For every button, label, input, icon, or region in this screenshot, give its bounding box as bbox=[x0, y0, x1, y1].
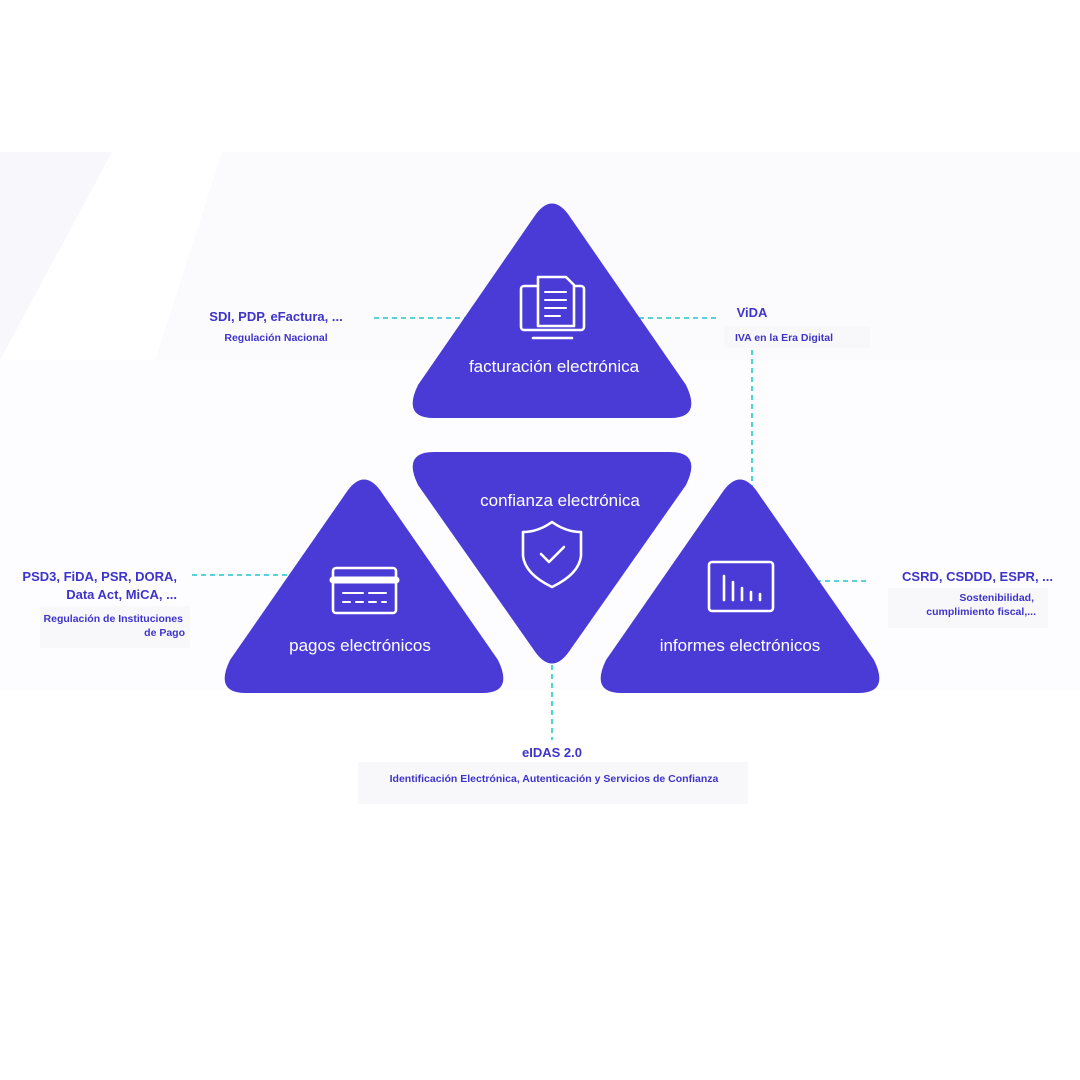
triangle-pagos bbox=[224, 479, 504, 693]
annotation-eidas-title: eIDAS 2.0 bbox=[522, 745, 582, 760]
annotation-vida-subtitle: IVA en la Era Digital bbox=[735, 332, 833, 344]
annotation-eidas-subtitle: Identificación Electrónica, Autenticació… bbox=[390, 773, 719, 785]
annotation-vida: ViDA IVA en la Era Digital bbox=[724, 305, 870, 348]
credit-card-icon bbox=[329, 566, 400, 615]
node-label-confianza: confianza electrónica bbox=[480, 491, 640, 510]
node-label-facturacion: facturación electrónica bbox=[469, 357, 640, 376]
annotation-psd3-title-line2: Data Act, MiCA, ... bbox=[66, 587, 177, 602]
annotation-sdi-title: SDI, PDP, eFactura, ... bbox=[209, 309, 342, 324]
triangle-informes bbox=[600, 479, 880, 693]
annotation-vida-title: ViDA bbox=[737, 305, 768, 320]
annotation-psd3-title-line1: PSD3, FiDA, PSR, DORA, bbox=[22, 569, 177, 584]
annotation-csrd-subtitle-line2: cumplimiento fiscal,... bbox=[926, 606, 1036, 618]
annotation-csrd-title: CSRD, CSDDD, ESPR, ... bbox=[902, 569, 1053, 584]
annotation-sdi: SDI, PDP, eFactura, ... Regulación Nacio… bbox=[209, 309, 342, 344]
annotation-psd3: PSD3, FiDA, PSR, DORA, Data Act, MiCA, .… bbox=[22, 569, 190, 648]
bar-chart-icon bbox=[707, 560, 775, 613]
shield-check-icon bbox=[521, 520, 583, 589]
annotation-psd3-subtitle-line1: Regulación de Instituciones bbox=[44, 613, 184, 625]
node-label-pagos: pagos electrónicos bbox=[289, 636, 431, 655]
annotation-eidas: eIDAS 2.0 Identificación Electrónica, Au… bbox=[358, 745, 748, 804]
annotation-csrd-subtitle-line1: Sostenibilidad, bbox=[959, 592, 1034, 604]
document-monitor-icon bbox=[519, 275, 586, 340]
node-label-informes: informes electrónicos bbox=[660, 636, 821, 655]
annotation-sdi-subtitle: Regulación Nacional bbox=[224, 332, 327, 344]
annotation-csrd: CSRD, CSDDD, ESPR, ... Sostenibilidad, c… bbox=[888, 569, 1053, 628]
annotation-psd3-subtitle-line2: de Pago bbox=[144, 627, 185, 639]
